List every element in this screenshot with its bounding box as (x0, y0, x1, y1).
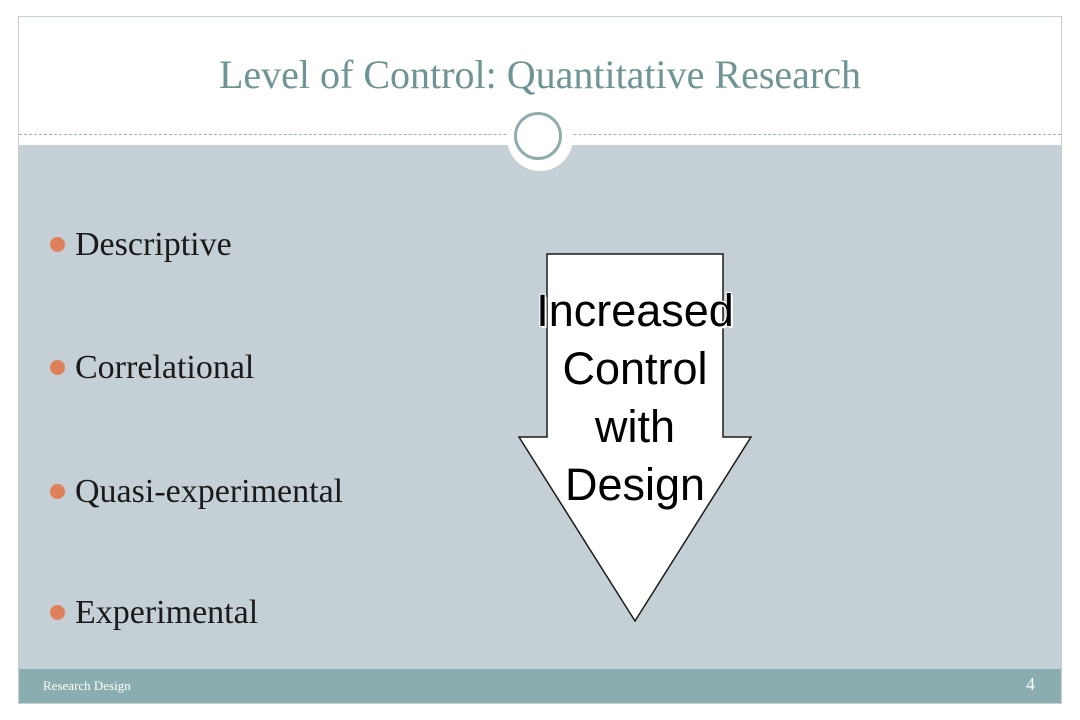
page-number: 4 (1026, 674, 1035, 694)
arrow-caption-line: with (594, 401, 676, 452)
bullet-item-descriptive: Descriptive (50, 226, 232, 264)
bullet-text: Quasi-experimental (75, 473, 344, 510)
circle-ornament-inner (514, 112, 562, 160)
arrow-caption-line: Control (562, 343, 708, 394)
bullet-item-correlational: Correlational (50, 349, 254, 387)
footer-label: Research Design (43, 678, 131, 693)
bullet-text: Experimental (75, 594, 259, 631)
bullet-dot-icon (50, 359, 65, 375)
arrow-caption-line: Design (564, 459, 706, 510)
down-arrow-shape (517, 253, 753, 623)
bullet-text: Descriptive (75, 226, 232, 263)
slide: Level of Control: Quantitative Research … (18, 16, 1062, 704)
arrow-caption: Increased Control with Design (490, 282, 780, 514)
bullet-dot-icon (50, 236, 65, 252)
down-arrow-icon (517, 253, 753, 623)
bullet-dot-icon (50, 604, 65, 620)
bullet-text: Correlational (75, 349, 255, 386)
bullet-item-quasi-experimental: Quasi-experimental (50, 473, 343, 511)
arrow-caption-line: Increased (536, 285, 734, 336)
footer-bar: Research Design 4 (19, 669, 1061, 703)
bullet-item-experimental: Experimental (50, 594, 258, 632)
slide-title: Level of Control: Quantitative Research (218, 52, 861, 97)
content-area (19, 145, 1061, 671)
bullet-dot-icon (50, 483, 65, 499)
